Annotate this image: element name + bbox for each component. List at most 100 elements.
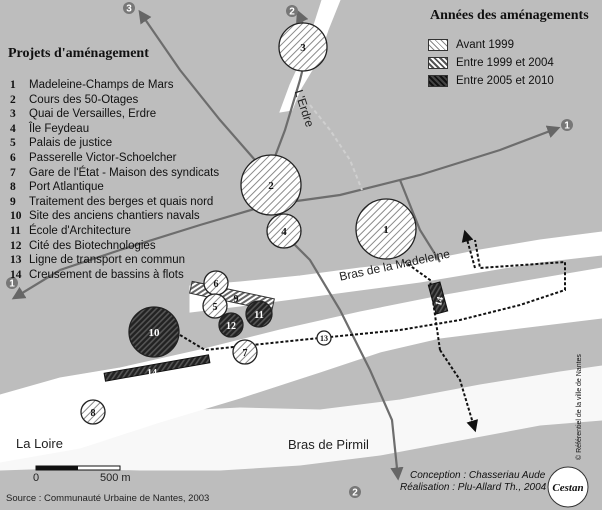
project-label: Cité des Biotechnologies [29,239,156,252]
project-10-marker: 10 [128,306,180,358]
svg-text:Cestan: Cestan [552,482,583,494]
project-number: 7 [10,166,16,179]
svg-text:1: 1 [564,121,570,132]
project-label: Madeleine-Champs de Mars [29,79,174,91]
erdre-dashed [309,104,363,191]
periods-title: Années des aménagements [430,8,589,23]
project-item: 11 École d'Architecture [10,224,219,239]
svg-text:2: 2 [268,180,274,192]
road-marker-1-west: 1 [6,277,18,290]
svg-text:7: 7 [243,348,248,359]
project-label: Traitement des berges et quais nord [29,195,214,208]
scale-zero: 0 [33,472,40,484]
project-number: 3 [10,108,16,121]
roads [11,9,561,481]
basin-14-east [427,281,449,315]
road-west [11,203,269,300]
project-item: 7 Gare de l'État - Maison des syndicats [10,166,219,181]
project-number: 8 [10,181,16,194]
svg-text:5: 5 [213,302,218,313]
project-item: 3 Quai de Versailles, Erdre [10,107,219,122]
project-item: 8 Port Atlantique [10,180,219,195]
project-item: 5 Palais de justice [10,136,219,151]
label-loire: La Loire [16,436,63,451]
conception-credit: Conception : Chasseriau Aude [410,470,546,481]
road-south [284,234,404,481]
project-number: 9 [10,195,16,208]
project-item: 10 Site des anciens chantiers navals [10,209,219,224]
project-7-marker: 7 [232,339,258,365]
road-marker-3: 3 [123,2,135,15]
project-number: 5 [10,137,16,150]
scale-bar [35,465,121,471]
road-marker-2-bottom: 2 [349,486,361,499]
project-label: Cours des 50-Otages [29,93,139,106]
source-note: Source : Communauté Urbaine de Nantes, 2… [6,493,210,504]
project-13-label: 13 [316,330,332,346]
project-label: Île Feydeau [29,122,90,135]
svg-text:2: 2 [352,488,358,499]
road-north-west [138,9,269,176]
svg-text:10: 10 [149,327,161,339]
road-east [267,125,561,207]
swatch-light [428,39,448,51]
scale-distance: 500 m [100,472,131,484]
rivers [0,0,602,471]
swatch-mid [428,57,448,69]
label-14-east: 14 [433,295,445,307]
svg-text:3: 3 [300,42,306,54]
project-label: Site des anciens chantiers navals [29,210,200,223]
project-label: École d'Architecture [29,224,131,237]
period-2005-2010: Entre 2005 et 2010 [428,75,554,87]
period-label: Avant 1999 [456,39,514,51]
projects-title: Projets d'aménagement [8,46,149,61]
svg-text:3: 3 [126,4,132,15]
project-3-marker: 3 [278,22,328,72]
svg-text:2: 2 [289,7,295,18]
project-label: Gare de l'État - Maison des syndicats [29,166,220,179]
project-label: Ligne de transport en commun [29,254,185,267]
swatch-dark [428,75,448,87]
period-1999-2004: Entre 1999 et 2004 [428,57,554,69]
project-label: Palais de justice [29,137,113,150]
svg-text:1: 1 [9,279,15,290]
project-item: 9 Traitement des berges et quais nord [10,195,219,210]
svg-text:4: 4 [281,226,287,238]
project-8-marker: 8 [80,399,106,425]
cestan-logo: Cestan [547,466,589,508]
project-circles: 3 2 4 1 6 5 9 11 12 10 7 8 13 [80,22,417,425]
basin-14-west [103,354,211,382]
project-5-marker: 5 [202,293,228,319]
project-label: Quai de Versailles, Erdre [29,108,157,121]
label-14-west: 14 [147,368,157,379]
road-side [398,179,441,263]
project-number: 12 [10,239,22,252]
project-item: 1 Madeleine-Champs de Mars [10,78,219,93]
project-11-marker: 11 [245,300,273,328]
period-label: Entre 1999 et 2004 [456,57,554,69]
project-6-marker: 6 [203,270,229,296]
project-number: 1 [10,79,16,91]
project-number: 13 [10,254,22,267]
svg-text:13: 13 [320,334,328,343]
svg-text:1: 1 [383,224,389,236]
project-4-marker: 4 [266,213,302,249]
realisation-credit: Réalisation : Plu-Allard Th., 2004 [400,482,547,493]
project-9-label: 9 [234,294,239,305]
bras-pirmil [0,365,602,471]
project-2-marker: 2 [240,154,302,216]
period-before-1999: Avant 1999 [428,39,514,51]
project-label: Port Atlantique [29,181,104,194]
project-12-marker: 12 [218,312,244,338]
label-bras-pirmil: Bras de Pirmil [288,437,369,452]
project-number: 11 [10,224,21,237]
svg-text:11: 11 [254,310,263,321]
svg-text:8: 8 [91,408,96,419]
svg-text:9: 9 [234,294,239,305]
project-number: 10 [10,210,22,223]
